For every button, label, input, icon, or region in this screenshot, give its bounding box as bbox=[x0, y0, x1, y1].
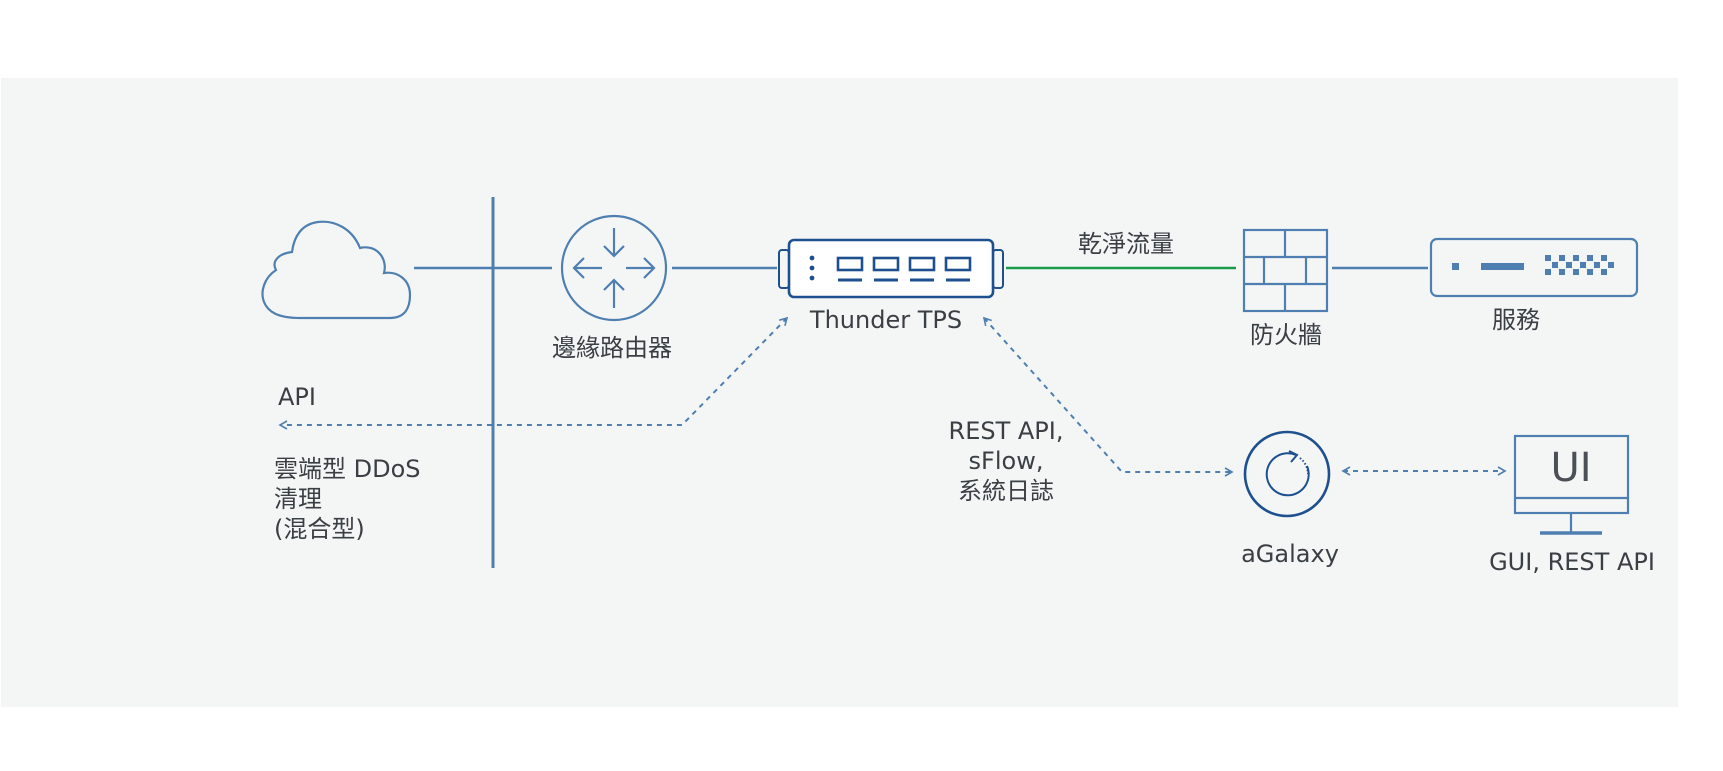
server-dot bbox=[1545, 269, 1551, 275]
server-dot bbox=[1608, 262, 1614, 268]
cloud-ddos-label: 雲端型 DDoS 清理 (混合型) bbox=[274, 455, 421, 543]
server-dot bbox=[1594, 262, 1600, 268]
monitor-ui-glyph: UI bbox=[1550, 445, 1592, 491]
server-dot bbox=[1545, 255, 1551, 261]
telemetry-label: REST API, sFlow, 系統日誌 bbox=[948, 417, 1064, 505]
telemetry-dashed-link bbox=[982, 316, 1234, 477]
server-dot bbox=[1601, 269, 1607, 275]
server-dot bbox=[1573, 269, 1579, 275]
server-dot bbox=[1601, 255, 1607, 261]
cloud-icon bbox=[261, 220, 412, 320]
diagram-panel bbox=[1, 78, 1678, 707]
server-icon bbox=[1429, 237, 1639, 298]
firewall-label: 防火牆 bbox=[1250, 321, 1322, 349]
services-label: 服務 bbox=[1492, 306, 1540, 334]
tps-appliance-icon bbox=[778, 238, 1004, 299]
edge-router-label: 邊緣路由器 bbox=[552, 334, 672, 362]
clean-traffic-label: 乾淨流量 bbox=[1078, 230, 1174, 258]
server-dot bbox=[1573, 255, 1579, 261]
firewall-icon bbox=[1242, 228, 1329, 313]
server-dot bbox=[1566, 262, 1572, 268]
server-dot bbox=[1559, 269, 1565, 275]
server-dot bbox=[1587, 255, 1593, 261]
gui-rest-api-label: GUI, REST API bbox=[1489, 548, 1655, 576]
agalaxy-icon bbox=[1243, 430, 1331, 518]
agalaxy-label: aGalaxy bbox=[1241, 540, 1339, 568]
api-label: API bbox=[278, 383, 316, 411]
thunder-tps-label: Thunder TPS bbox=[809, 306, 963, 334]
server-dot bbox=[1587, 269, 1593, 275]
server-dot bbox=[1580, 262, 1586, 268]
monitor-icon bbox=[1513, 434, 1630, 535]
server-dot bbox=[1559, 255, 1565, 261]
server-dot bbox=[1552, 262, 1558, 268]
